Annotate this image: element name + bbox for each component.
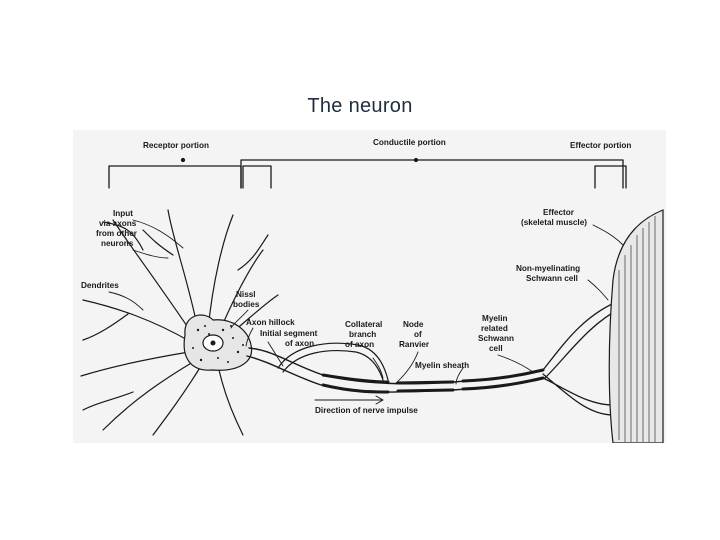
- nucleolus: [210, 340, 216, 346]
- receptor-portion-label: Receptor portion: [143, 141, 209, 150]
- effector-branches: [542, 299, 622, 416]
- conductile-bracket: [240, 159, 624, 189]
- label-direction-of-impulse: Direction of nerve impulse: [315, 406, 418, 415]
- neuron-diagram-svg: Receptor portion Conductile portion Effe…: [80, 138, 664, 443]
- leader-lines: [108, 219, 624, 405]
- nissl-bodies: [192, 325, 244, 363]
- collateral-branch: [277, 342, 389, 381]
- initial-segment-bracket: [242, 165, 272, 189]
- label-axon-hillock: Axon hillock: [246, 318, 295, 327]
- skeletal-muscle: [608, 209, 664, 443]
- neuron-diagram: Receptor portion Conductile portion Effe…: [73, 130, 666, 443]
- cell-body: [183, 314, 253, 371]
- slide-title: The neuron: [307, 95, 413, 117]
- receptor-bracket: [108, 165, 242, 189]
- effector-portion-label: Effector portion: [570, 141, 631, 150]
- label-effector: Effector(skeletal muscle): [521, 208, 587, 227]
- label-myelin-sheath: Myelin sheath: [415, 361, 469, 370]
- effector-bracket: [594, 165, 627, 189]
- axon: [246, 347, 545, 394]
- portion-brackets: [108, 157, 627, 189]
- label-dendrites: Dendrites: [81, 281, 119, 290]
- dendrites: [80, 209, 279, 436]
- conductile-portion-label: Conductile portion: [373, 138, 446, 147]
